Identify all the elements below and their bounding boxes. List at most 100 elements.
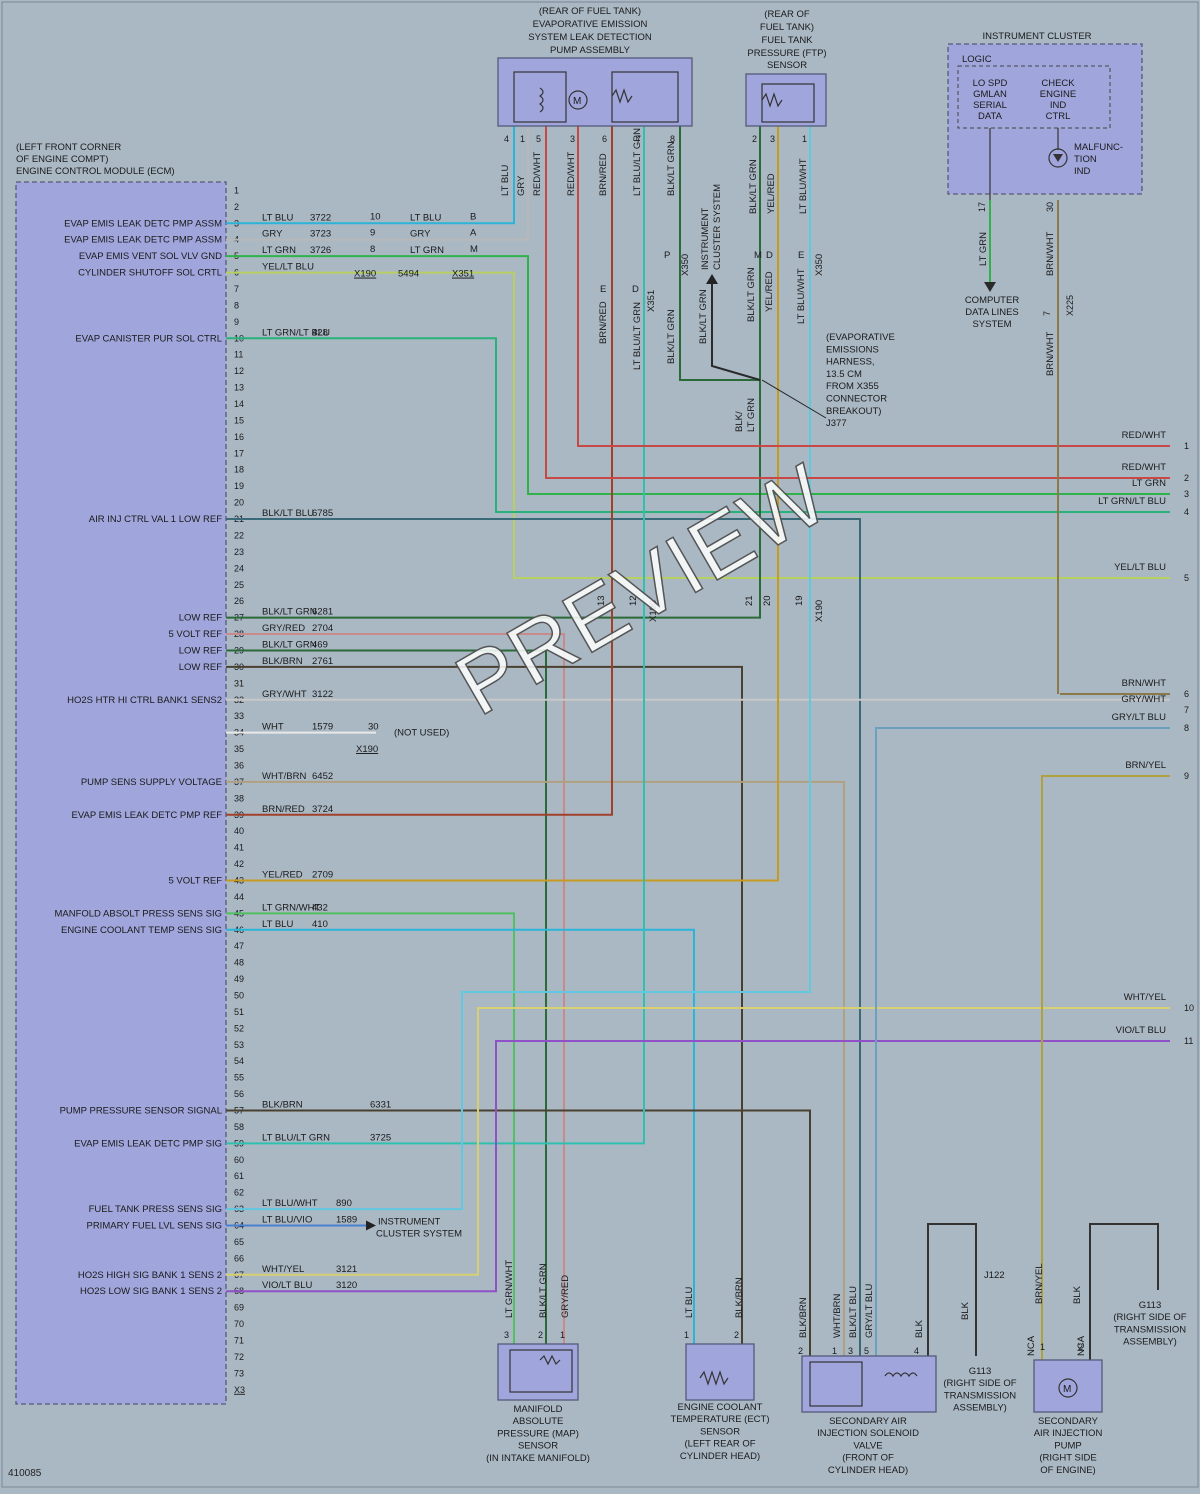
ic-wire-30: BRN/WHT: [1045, 231, 1056, 276]
wire-pin-4: [226, 126, 529, 241]
wire-pin-21: [226, 518, 861, 1356]
right-output-num-11: 11: [1184, 1036, 1193, 1046]
j377-line-6: BREAKOUT): [826, 406, 881, 417]
map-title-4: (IN INTAKE MANIFOLD): [486, 1453, 590, 1464]
ecm-pin-47: 47: [234, 941, 244, 951]
ecm-title-3: ENGINE CONTROL MODULE (ECM): [16, 166, 175, 177]
ecm-pin-22: 22: [234, 530, 244, 540]
ecm-pin-19: 19: [234, 481, 244, 491]
air-valve-wire-3: GRY/LT BLU: [864, 1283, 875, 1338]
ic-lo-spd-1: LO SPD: [973, 78, 1008, 89]
wire-pin-5: [226, 255, 1170, 495]
wire-color-63: LT BLU/WHT: [262, 1198, 318, 1209]
ecm-pin-7: 7: [234, 284, 239, 294]
ic-lo-spd-3: SERIAL: [973, 100, 1007, 111]
conn-pin-4: A: [470, 228, 477, 239]
right-output-num-3: 3: [1184, 489, 1189, 499]
ecm-pin-17: 17: [234, 448, 244, 458]
conn-d-1: D: [632, 284, 639, 295]
resistor-icon: [611, 88, 633, 104]
j122-label: J122: [984, 1270, 1005, 1281]
ect-pin-1: 1: [684, 1330, 689, 1340]
ecm-pin-15: 15: [234, 415, 244, 425]
ect-title-1: TEMPERATURE (ECT): [670, 1414, 769, 1425]
ic-system-2: CLUSTER SYSTEM: [376, 1229, 462, 1240]
ecm-func-10: EVAP CANISTER PUR SOL CTRL: [75, 333, 222, 344]
air-pump-pin-2: 2: [1078, 1342, 1083, 1352]
air-valve-wire-2: BLK/LT BLU: [848, 1286, 859, 1338]
wire-circuit-30: 2761: [312, 656, 333, 667]
wire-circuit-67: 3121: [336, 1264, 357, 1275]
ecm-pin-2: 2: [234, 202, 239, 212]
map-wire-0: LT GRN/WHT: [504, 1260, 515, 1318]
ecm-pin-55: 55: [234, 1073, 244, 1083]
air-valve-box: [801, 1355, 937, 1413]
x225-label: X225: [1065, 295, 1075, 316]
not-used-label: (NOT USED): [394, 728, 449, 739]
wire-color-6: YEL/LT BLU: [262, 262, 314, 273]
wire-color-29: BLK/LT GRN: [262, 639, 317, 650]
right-output-num-7: 7: [1184, 705, 1189, 715]
wire-red-wht-2: [545, 126, 1170, 479]
ecm-pin-38: 38: [234, 793, 244, 803]
ic-check-4: CTRL: [1046, 111, 1071, 122]
wire-color-4: GRY: [262, 229, 283, 240]
air-valve-wire-0: BLK/BRN: [798, 1297, 809, 1338]
right-wire-label-3: LT GRN/LT BLU: [1098, 496, 1166, 507]
wire-color-45: LT GRN/WHT: [262, 902, 320, 913]
conn-num-3: 10: [370, 211, 381, 222]
ftp-resistor-icon: [761, 92, 783, 108]
ftp-title-2: FUEL TANK): [760, 22, 814, 33]
leak-pump-wire-2: RED/WHT: [532, 151, 543, 196]
ftp-pin-3: 3: [770, 134, 775, 144]
ecm-func-32: HO2S HTR HI CTRL BANK1 SENS2: [67, 695, 222, 706]
wire-pin-68: [226, 1040, 1170, 1293]
air-valve-wire-1: WHT/BRN: [832, 1294, 843, 1338]
ecm-pin-51: 51: [234, 1007, 244, 1017]
air-valve-title-2: VALVE: [853, 1440, 882, 1451]
ic-system-1: INSTRUMENT: [378, 1217, 440, 1228]
ecm-func-45: MANFOLD ABSOLT PRESS SENS SIG: [54, 908, 222, 919]
ic-lo-spd-4: DATA: [978, 111, 1003, 122]
x190-pin-12: 12: [628, 595, 639, 606]
mid-ic-2: CLUSTER SYSTEM: [712, 184, 723, 270]
air-valve-title-3: (FRONT OF: [842, 1453, 894, 1464]
mid-lt-blu-wht: LT BLU/WHT: [796, 268, 807, 324]
ecm-pin-73: 73: [234, 1368, 244, 1378]
x190-label-top: X190: [354, 269, 376, 280]
ic-wire-30b: BRN/WHT: [1045, 331, 1056, 376]
conn-pin-5: M: [470, 244, 478, 255]
ecm-pin-8: 8: [234, 300, 239, 310]
ecm-pin-16: 16: [234, 432, 244, 442]
mid-lt-blu-lt-grn: LT BLU/LT GRN: [632, 302, 643, 370]
ecm-func-21: AIR INJ CTRL VAL 1 LOW REF: [89, 514, 222, 525]
ecm-func-59: EVAP EMIS LEAK DETC PMP SIG: [74, 1138, 222, 1149]
leak-pump-title-1: (REAR OF FUEL TANK): [539, 6, 641, 17]
ecm-pin-52: 52: [234, 1023, 244, 1033]
wire-blk-valve-ground: [927, 1223, 977, 1356]
wire-circuit-21: 6785: [312, 508, 333, 519]
ecm-title-1: (LEFT FRONT CORNER: [16, 142, 121, 153]
air-valve-wire-4: BLK: [914, 1319, 925, 1338]
wire-pin-37: [226, 780, 845, 1356]
ecm-pin-40: 40: [234, 826, 244, 836]
leak-pump-box: [497, 57, 693, 127]
ecm-pin-41: 41: [234, 843, 244, 853]
wire-circuit-45: 432: [312, 902, 328, 913]
j377-line-1: EMISSIONS: [826, 344, 879, 355]
wire-circuit-59: 3725: [370, 1132, 391, 1143]
conn-p: P: [664, 250, 670, 261]
ecm-pin-13: 13: [234, 383, 244, 393]
right-output-num-4: 4: [1184, 507, 1189, 517]
ftp-wire-2: LT BLU/WHT: [798, 158, 809, 214]
j377-line-3: 13.5 CM: [826, 369, 862, 380]
wire-color-3: LT BLU: [262, 212, 293, 223]
ecm-pin-26: 26: [234, 596, 244, 606]
right-output-num-9: 9: [1184, 771, 1189, 781]
conn-pin-3: B: [470, 211, 476, 222]
wire-color-30: BLK/BRN: [262, 656, 303, 667]
ecm-func-29: LOW REF: [179, 645, 222, 656]
wire-circuit-28: 2704: [312, 623, 333, 634]
ecm-pin-1: 1: [234, 185, 239, 195]
